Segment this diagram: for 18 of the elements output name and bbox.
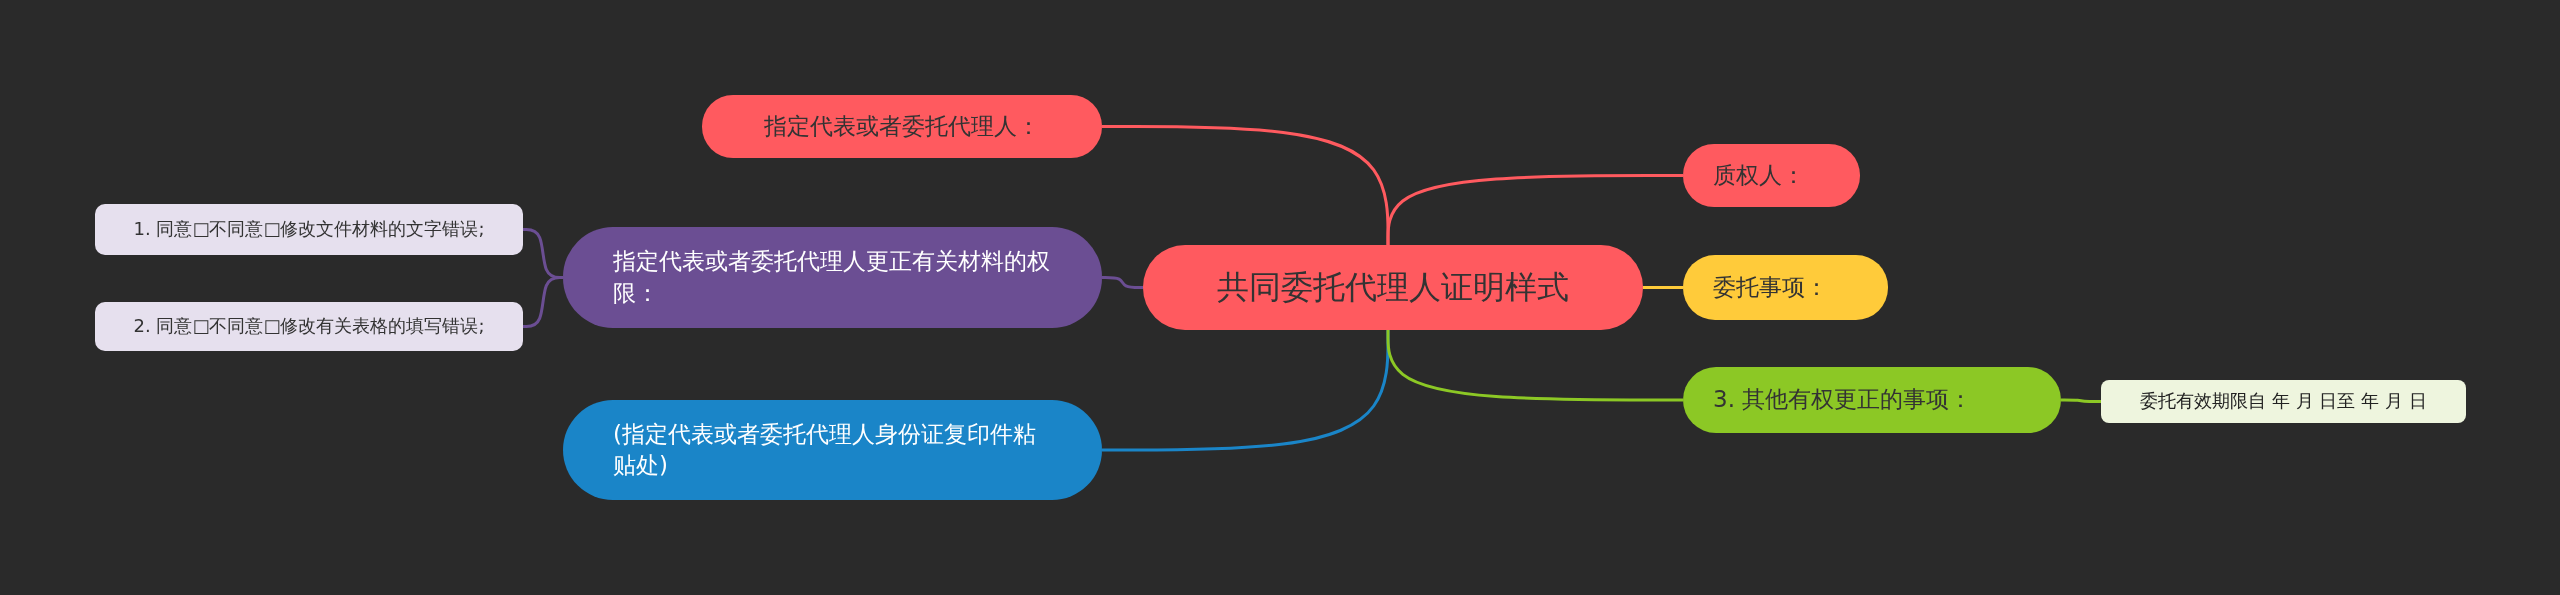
- node-text: 指定代表或者委托代理人：: [764, 111, 1040, 141]
- node-text: 委托事项：: [1713, 272, 1828, 302]
- connector-line: [1643, 286, 1683, 289]
- topic-node: [95, 204, 523, 255]
- node-text: (指定代表或者委托代理人身份证复印件粘贴处): [613, 419, 1037, 480]
- connector-line: [1102, 276, 1143, 289]
- node-text: 质权人：: [1713, 160, 1805, 190]
- node-text: 共同委托代理人证明样式: [1217, 266, 1569, 308]
- connector-line: [2061, 398, 2101, 403]
- node-text: 3. 其他有权更正的事项：: [1713, 385, 1973, 415]
- connector-line: [1386, 174, 1683, 245]
- node-text: 2. 同意□不同意□修改有关表格的填写错误;: [133, 314, 485, 339]
- topic-node: [95, 302, 523, 351]
- node-text: 委托有效期限自 年 月 日至 年 月 日: [2140, 389, 2427, 414]
- node-text: 指定代表或者委托代理人更正有关材料的权限：: [613, 247, 1051, 308]
- node-text: 1. 同意□不同意□修改文件材料的文字错误;: [133, 217, 485, 242]
- connector-line: [1386, 330, 1683, 402]
- topic-node: [2101, 380, 2466, 423]
